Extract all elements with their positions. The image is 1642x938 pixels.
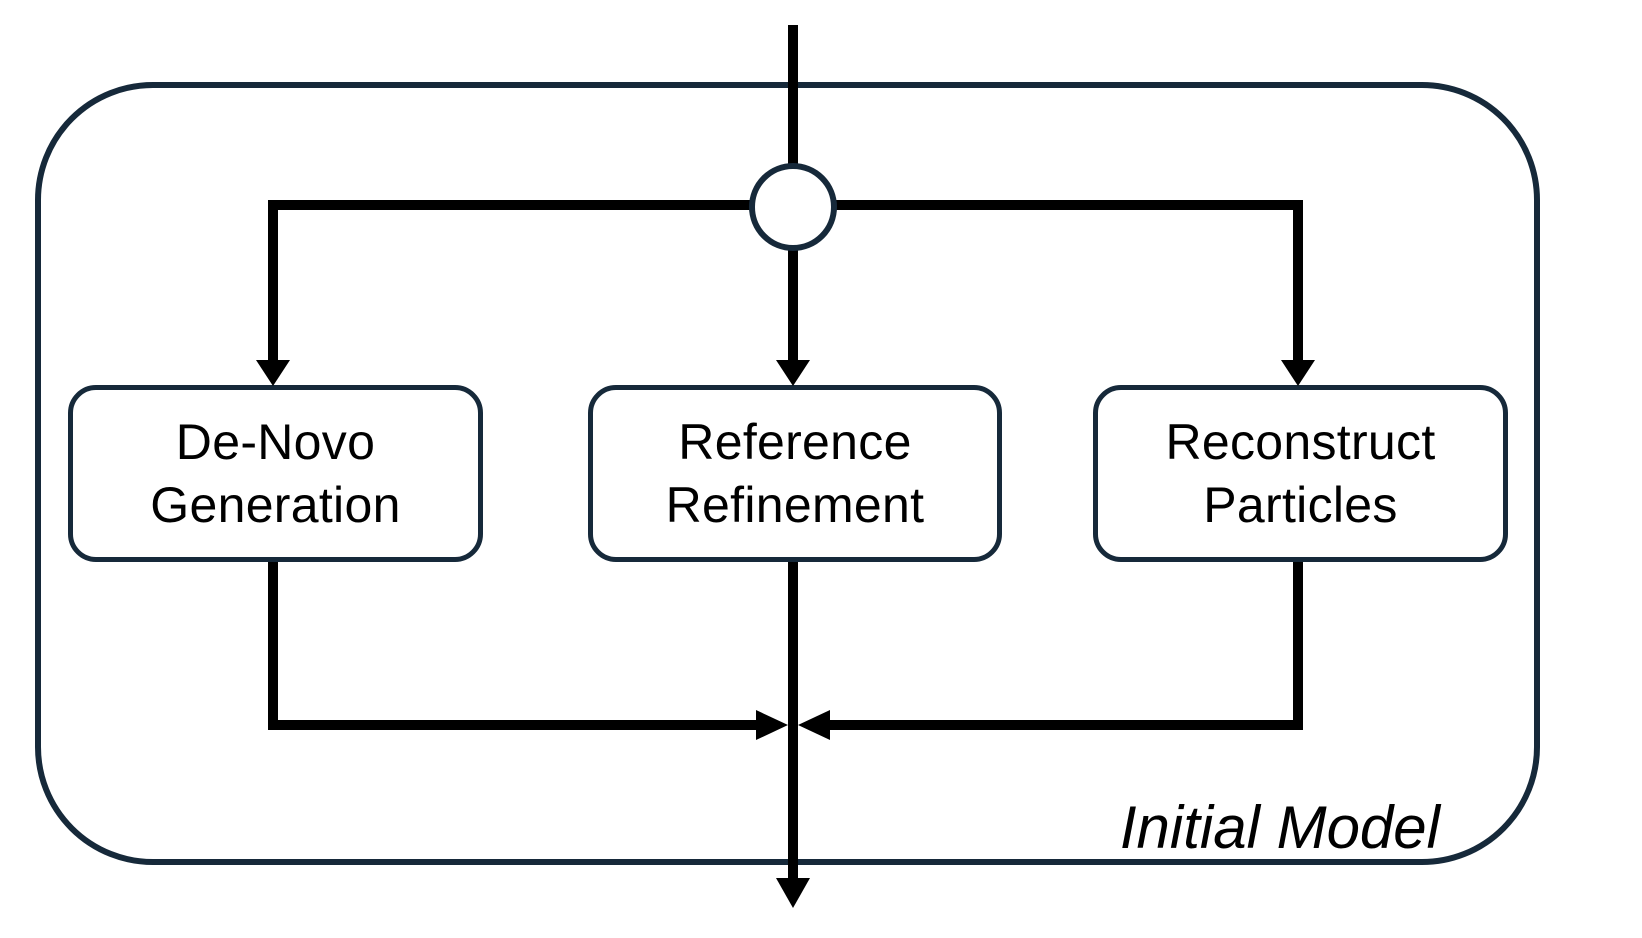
node-reference-refinement-label: Reference Refinement (665, 413, 925, 533)
group-title: Initial Model (1119, 794, 1440, 861)
node-de-novo-generation: De-Novo Generation (68, 385, 483, 562)
node-reference-refinement: Reference Refinement (588, 385, 1002, 562)
node-reconstruct-particles: Reconstruct Particles (1093, 385, 1508, 562)
arrowhead-exit (776, 878, 810, 908)
node-reconstruct-particles-label: Reconstruct Particles (1165, 413, 1436, 533)
node-de-novo-generation-label: De-Novo Generation (150, 413, 401, 533)
